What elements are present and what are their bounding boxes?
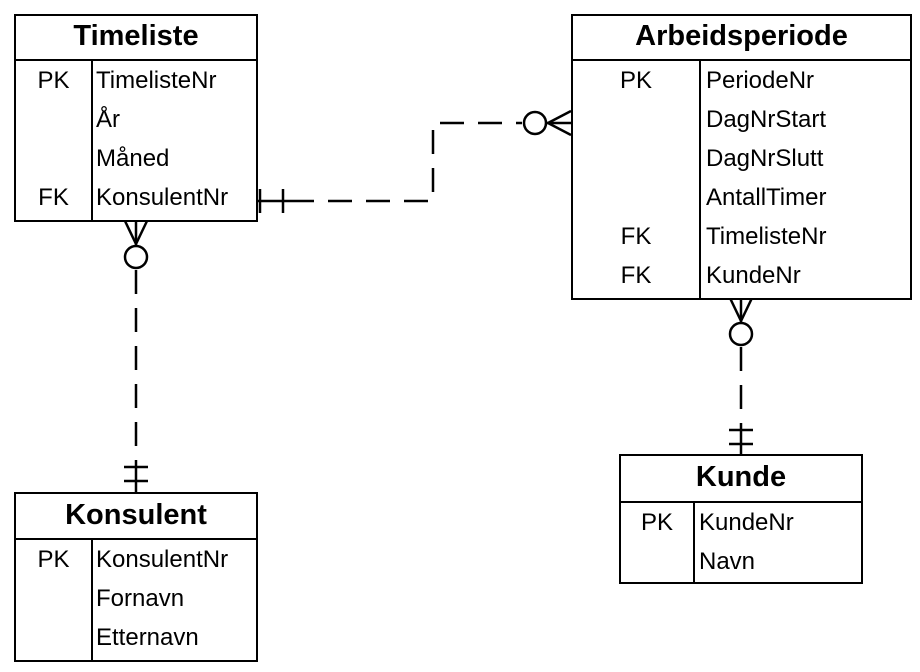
entity-title: Konsulent bbox=[16, 494, 256, 540]
field-name: Fornavn bbox=[96, 585, 185, 612]
key-label: PK bbox=[37, 546, 70, 573]
field-name: Navn bbox=[699, 548, 756, 575]
field-name: Måned bbox=[96, 145, 170, 172]
field-name: PeriodeNr bbox=[706, 67, 815, 94]
attribute-row: Navn bbox=[621, 542, 861, 581]
entity-konsulent: Konsulent PK KonsulentNr Fornavn Etterna… bbox=[14, 492, 258, 662]
key-column bbox=[621, 503, 695, 582]
field-name: KundeNr bbox=[699, 509, 794, 536]
field-name: Etternavn bbox=[96, 624, 199, 651]
key-label: FK bbox=[38, 184, 69, 211]
attribute-row: PK KundeNr bbox=[621, 503, 861, 542]
relationship-konsulent-timeliste bbox=[123, 220, 149, 492]
attribute-row: FK KonsulentNr bbox=[16, 178, 256, 217]
entity-title: Kunde bbox=[621, 456, 861, 503]
entity-arbeidsperiode: Arbeidsperiode PK PeriodeNr DagNrStart D… bbox=[571, 14, 912, 300]
attribute-row: År bbox=[16, 100, 256, 139]
key-label: FK bbox=[620, 262, 652, 289]
entity-title: Arbeidsperiode bbox=[573, 16, 910, 61]
attribute-row: FK KundeNr bbox=[573, 256, 910, 295]
attribute-row: PK TimelisteNr bbox=[16, 61, 256, 100]
field-name: DagNrSlutt bbox=[706, 145, 824, 172]
attribute-row: AntallTimer bbox=[573, 178, 910, 217]
attribute-row: PK PeriodeNr bbox=[573, 61, 910, 100]
attribute-row: Fornavn bbox=[16, 579, 256, 618]
field-name: KundeNr bbox=[706, 262, 801, 289]
field-name: AntallTimer bbox=[706, 184, 827, 211]
attribute-row: DagNrStart bbox=[573, 100, 910, 139]
key-column bbox=[16, 540, 93, 660]
key-label: PK bbox=[619, 67, 652, 94]
attribute-row: Måned bbox=[16, 139, 256, 178]
relationship-kunde-arbeidsperiode bbox=[728, 297, 754, 455]
attribute-row: FK TimelisteNr bbox=[573, 217, 910, 256]
key-label: PK bbox=[37, 67, 70, 94]
attribute-row: DagNrSlutt bbox=[573, 139, 910, 178]
key-label: FK bbox=[620, 223, 652, 250]
field-name: DagNrStart bbox=[706, 106, 827, 133]
key-column bbox=[573, 61, 701, 298]
attribute-row: Etternavn bbox=[16, 618, 256, 657]
field-name: TimelisteNr bbox=[96, 67, 217, 94]
field-name: År bbox=[96, 106, 120, 133]
entity-timeliste: Timeliste PK TimelisteNr År Måned FK Kon… bbox=[14, 14, 258, 222]
field-name: KonsulentNr bbox=[96, 184, 229, 211]
key-label: PK bbox=[640, 509, 673, 536]
field-name: TimelisteNr bbox=[706, 223, 827, 250]
entity-title: Timeliste bbox=[16, 16, 256, 61]
relationship-timeliste-arbeidsperiode bbox=[256, 109, 572, 213]
field-name: KonsulentNr bbox=[96, 546, 229, 573]
attribute-row: PK KonsulentNr bbox=[16, 540, 256, 579]
entity-kunde: Kunde PK KundeNr Navn bbox=[619, 454, 863, 584]
key-column bbox=[16, 61, 93, 220]
